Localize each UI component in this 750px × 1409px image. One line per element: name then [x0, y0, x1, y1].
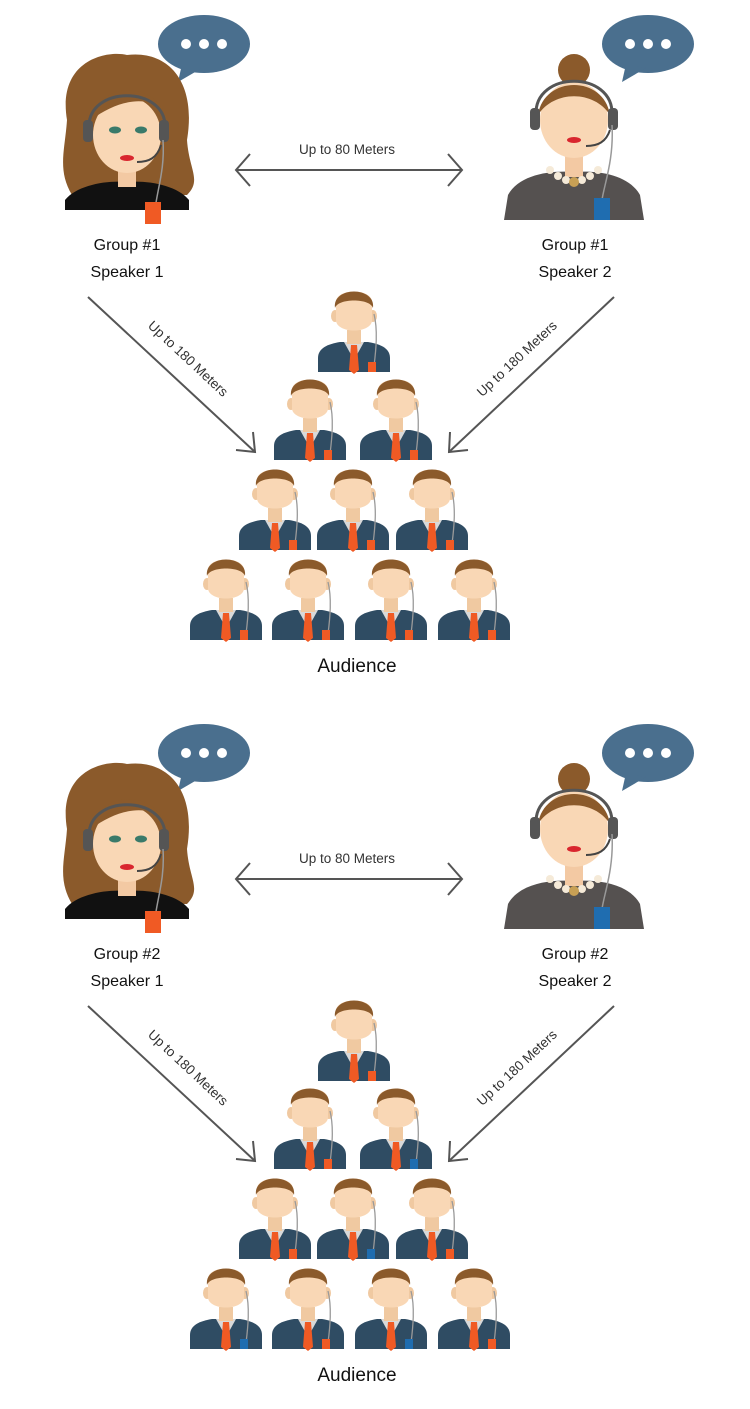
audience-label: Audience [317, 1365, 397, 1386]
audience-member [274, 379, 346, 462]
right-distance-arrow [447, 1005, 615, 1163]
speaker-2-label: Group #2 Speaker 2 [495, 941, 655, 995]
audience-label: Audience [317, 656, 397, 677]
speaker-2-avatar [504, 54, 644, 220]
speaker-1-label: Group #2 Speaker 1 [47, 941, 207, 995]
audience-member [355, 1268, 427, 1351]
left-distance-label: Up to 180 Meters [145, 1027, 231, 1109]
audience-member [272, 1268, 344, 1351]
speaker-2-group-label: Group #2 [541, 946, 609, 963]
audience-member [360, 1088, 432, 1171]
group-2-diagram: Up to 80 Meters Up to 180 Meters Up to 1… [0, 709, 750, 1409]
group-1-diagram: Up to 80 Meters Up to 180 Meters Up to 1… [0, 0, 750, 700]
speaker-1-group-label: Group #2 [93, 946, 161, 963]
audience-member [396, 1178, 468, 1261]
speech-bubble-icon [158, 15, 250, 82]
audience-member [272, 559, 344, 642]
speaker-2-avatar [504, 763, 644, 929]
audience-pyramid [190, 291, 510, 642]
audience-member [190, 1268, 262, 1351]
left-distance-label: Up to 180 Meters [145, 318, 231, 400]
speaker-distance-label: Up to 80 Meters [299, 142, 395, 157]
speaker-distance-arrow [234, 153, 464, 187]
audience-member [438, 1268, 510, 1351]
group-2-canvas: Up to 80 Meters Up to 180 Meters Up to 1… [63, 724, 694, 1351]
speech-bubble-icon [602, 15, 694, 82]
speaker-1-label: Group #1 Speaker 1 [47, 232, 207, 286]
speaker-2-name-label: Speaker 2 [538, 264, 612, 281]
speaker-2-group-label: Group #1 [541, 237, 609, 254]
speaker-1-name-label: Speaker 1 [90, 973, 164, 990]
audience-member [190, 559, 262, 642]
group-1-canvas: Up to 80 Meters Up to 180 Meters Up to 1… [63, 15, 694, 642]
speaker-1-avatar [63, 762, 195, 933]
audience-member [438, 559, 510, 642]
speaker-1-group-label: Group #1 [93, 237, 161, 254]
audience-member [318, 291, 390, 374]
audience-member [239, 1178, 311, 1261]
audience-member [317, 469, 389, 552]
speech-bubble-icon [158, 724, 250, 791]
audience-member [317, 1178, 389, 1261]
audience-member [274, 1088, 346, 1171]
speaker-2-name-label: Speaker 2 [538, 973, 612, 990]
speaker-distance-arrow [234, 862, 464, 896]
left-distance-arrow [87, 1005, 257, 1163]
audience-member [355, 559, 427, 642]
speech-bubble-icon [602, 724, 694, 791]
audience-member [396, 469, 468, 552]
audience-member [318, 1000, 390, 1083]
speaker-1-avatar [63, 53, 195, 224]
audience-member [239, 469, 311, 552]
right-distance-arrow [447, 296, 615, 454]
audience-pyramid [190, 1000, 510, 1351]
speaker-1-name-label: Speaker 1 [90, 264, 164, 281]
audience-member [360, 379, 432, 462]
speaker-2-label: Group #1 Speaker 2 [495, 232, 655, 286]
left-distance-arrow [87, 296, 257, 454]
speaker-distance-label: Up to 80 Meters [299, 851, 395, 866]
